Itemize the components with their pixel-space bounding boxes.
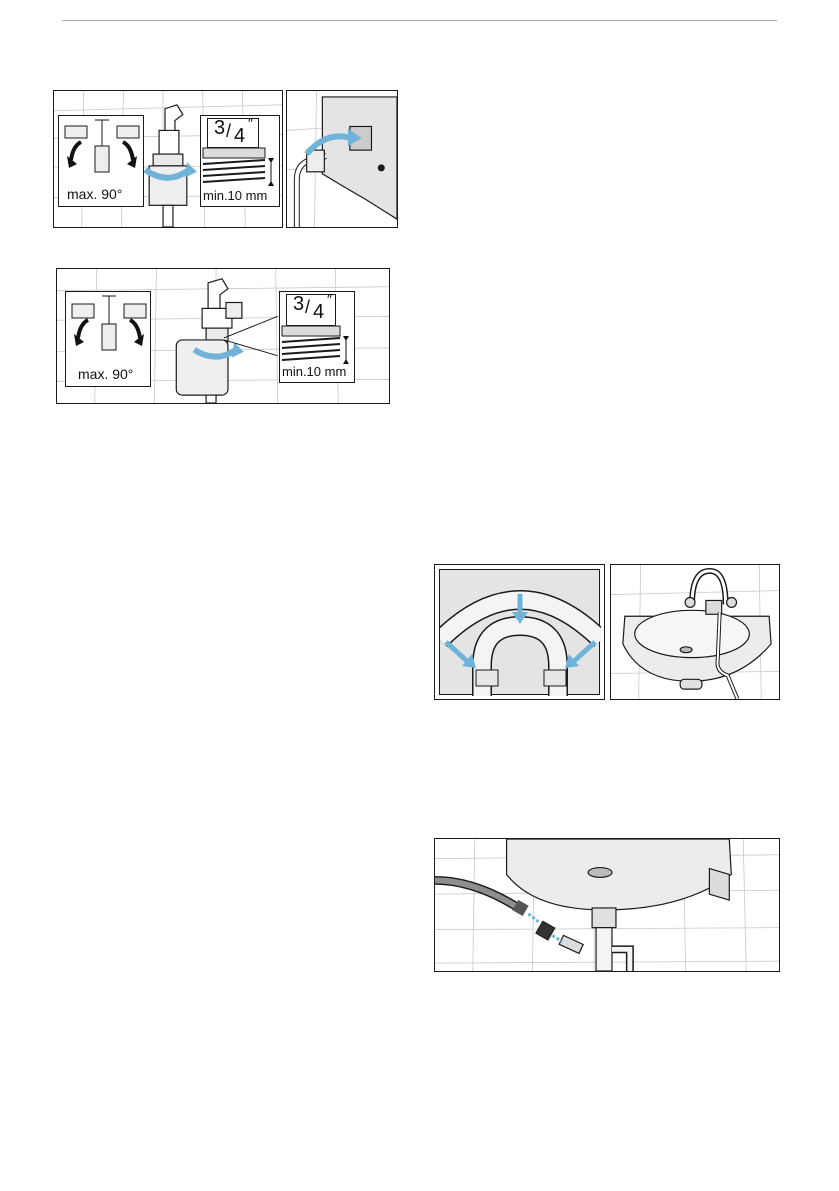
angle-inset: max. 90°	[58, 115, 144, 207]
sink-hose-drawing	[611, 565, 779, 699]
valve-turn-icon	[66, 292, 152, 364]
aquastop-tap-icon	[176, 279, 242, 403]
max-angle-label: max. 90°	[67, 186, 122, 202]
valve-turn-icon	[59, 116, 145, 186]
hose-bend-drawing	[440, 570, 601, 696]
min-length-label: min.10 mm	[203, 188, 267, 203]
figure-tap-connection: max. 90° 3 / 4 ″ min.10 mm	[53, 90, 283, 228]
figure-hose-bend	[434, 564, 605, 700]
hose-bend-panel	[439, 569, 600, 695]
thread-inch-mark: ″	[248, 115, 253, 131]
machine-inlet-drawing	[287, 91, 397, 227]
tap-icon	[149, 105, 187, 227]
siphon-drawing	[435, 839, 779, 971]
thread-inset: 3 / 4 ″ min.10 mm	[200, 115, 280, 207]
thread-denominator: 4	[313, 301, 324, 324]
figure-aquastop-connection: max. 90° 3 / 4 ″ min.10 mm	[56, 268, 390, 404]
thread-numerator: 3	[293, 293, 304, 316]
thread-size-fraction: 3 / 4 ″	[286, 294, 336, 326]
min-length-label: min.10 mm	[282, 364, 346, 379]
thread-slash: /	[305, 297, 310, 318]
thread-numerator: 3	[214, 117, 225, 140]
figure-sink-hose	[610, 564, 780, 700]
figure-siphon-connection	[434, 838, 780, 972]
thread-size-fraction: 3 / 4 ″	[207, 118, 259, 148]
max-angle-label: max. 90°	[78, 366, 133, 382]
thread-inch-mark: ″	[327, 291, 332, 307]
angle-inset: max. 90°	[65, 291, 151, 387]
header-rule	[62, 20, 777, 21]
thread-denominator: 4	[234, 125, 245, 148]
thread-slash: /	[226, 121, 231, 142]
figure-machine-inlet	[286, 90, 398, 228]
thread-inset: 3 / 4 ″ min.10 mm	[279, 291, 355, 383]
